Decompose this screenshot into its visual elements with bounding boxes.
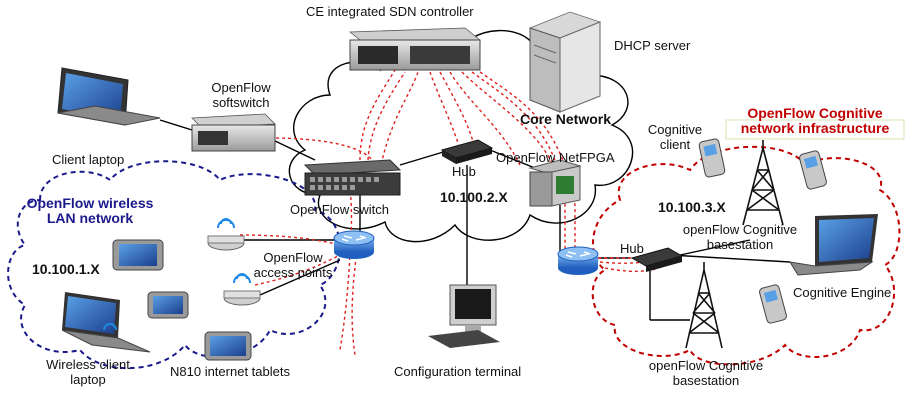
openflow-access-points-label: OpenFlow access points — [253, 250, 333, 280]
cognitive-phone-1 — [698, 138, 726, 178]
access-point-1 — [207, 218, 245, 251]
cognitive-phone-3 — [759, 284, 787, 324]
access-point-2 — [223, 273, 261, 306]
cognitive-client-label: Cognitive client — [647, 122, 703, 152]
cognitive-router — [557, 246, 599, 275]
tablet-3 — [204, 331, 252, 361]
wireless-client-laptop — [61, 292, 151, 353]
cognitive-infra-label: OpenFlow Cognitive network infrastructur… — [740, 105, 890, 136]
openflow-switch-label: OpenFlow switch — [290, 202, 389, 217]
wlan-router — [333, 230, 375, 259]
tablet-1 — [112, 239, 164, 271]
tablet-2 — [147, 291, 189, 319]
cognitive-subnet-label: 10.100.3.X — [658, 199, 726, 215]
openflow-switch — [303, 159, 402, 196]
dhcp-server-label: DHCP server — [614, 38, 691, 53]
core-hub — [440, 139, 494, 164]
cognitive-hub-label: Hub — [620, 241, 644, 256]
ce-controller-label: CE integrated SDN controller — [306, 4, 474, 19]
n810-tablets-label: N810 internet tablets — [170, 364, 290, 379]
dhcp-server — [528, 11, 602, 113]
cognitive-cloud — [591, 145, 901, 366]
cognitive-engine-label: Cognitive Engine — [793, 285, 892, 300]
core-network-label: Core Network — [520, 111, 612, 127]
basestation-tower-bottom — [685, 262, 723, 349]
wlan-cloud — [7, 160, 341, 370]
core-hub-label: Hub — [452, 164, 476, 179]
core-subnet-label: 10.100.2.X — [440, 189, 508, 205]
cognitive-hub — [630, 247, 684, 272]
configuration-terminal-label: Configuration terminal — [394, 364, 522, 379]
client-laptop-label: Client laptop — [52, 152, 125, 167]
cognitive-phone-2 — [799, 150, 827, 190]
basestation-top-label: openFlow Cognitive basestation — [682, 222, 798, 252]
configuration-terminal — [428, 284, 500, 348]
wireless-client-laptop-label: Wireless client laptop — [46, 357, 130, 387]
ce-controller-server — [348, 27, 482, 71]
basestation-tower-top — [742, 140, 784, 226]
openflow-netfpga-label: OpenFlow NetFPGA — [496, 150, 615, 165]
wlan-network-label: OpenFlow wireless LAN network — [26, 195, 154, 226]
openflow-softswitch-server — [191, 113, 276, 152]
basestation-bottom-label: openFlow Cognitive basestation — [648, 358, 764, 388]
cognitive-engine-laptop — [789, 214, 878, 276]
openflow-softswitch-label: OpenFlow softswitch — [211, 80, 271, 110]
wlan-subnet-label: 10.100.1.X — [32, 261, 100, 277]
openflow-netfpga — [528, 159, 582, 207]
client-laptop — [57, 67, 161, 126]
infra-title-frame — [725, 119, 905, 140]
